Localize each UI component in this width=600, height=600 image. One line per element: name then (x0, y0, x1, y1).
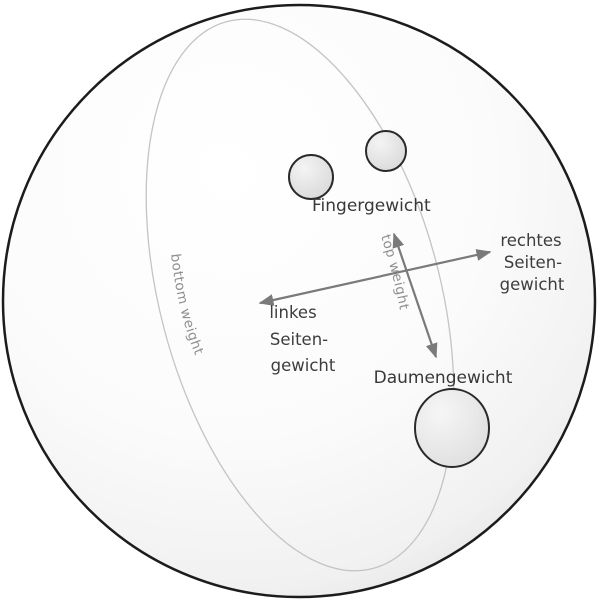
bowling-ball (1, 3, 597, 599)
top-bottom-axis-arrow (392, 232, 438, 359)
left-side-weight-label: linkes Seiten- gewicht (269, 303, 336, 375)
right-side-weight-line2: Seiten- (504, 253, 562, 272)
left-side-weight-line3: gewicht (271, 356, 336, 375)
finger-weight-label: Fingergewicht (312, 196, 431, 216)
right-side-weight-label: rechtes Seiten- gewicht (500, 231, 565, 294)
thumb-hole (414, 388, 490, 468)
finger-hole-right (365, 130, 407, 172)
thumb-weight-label: Daumengewicht (374, 368, 513, 388)
left-side-weight-line1: linkes (269, 303, 316, 322)
right-side-weight-line3: gewicht (500, 275, 565, 294)
left-side-weight-line2: Seiten- (270, 330, 328, 349)
finger-hole-left (288, 154, 334, 200)
side-weight-axis-arrow (258, 249, 492, 306)
right-side-weight-line1: rechtes (500, 231, 561, 250)
